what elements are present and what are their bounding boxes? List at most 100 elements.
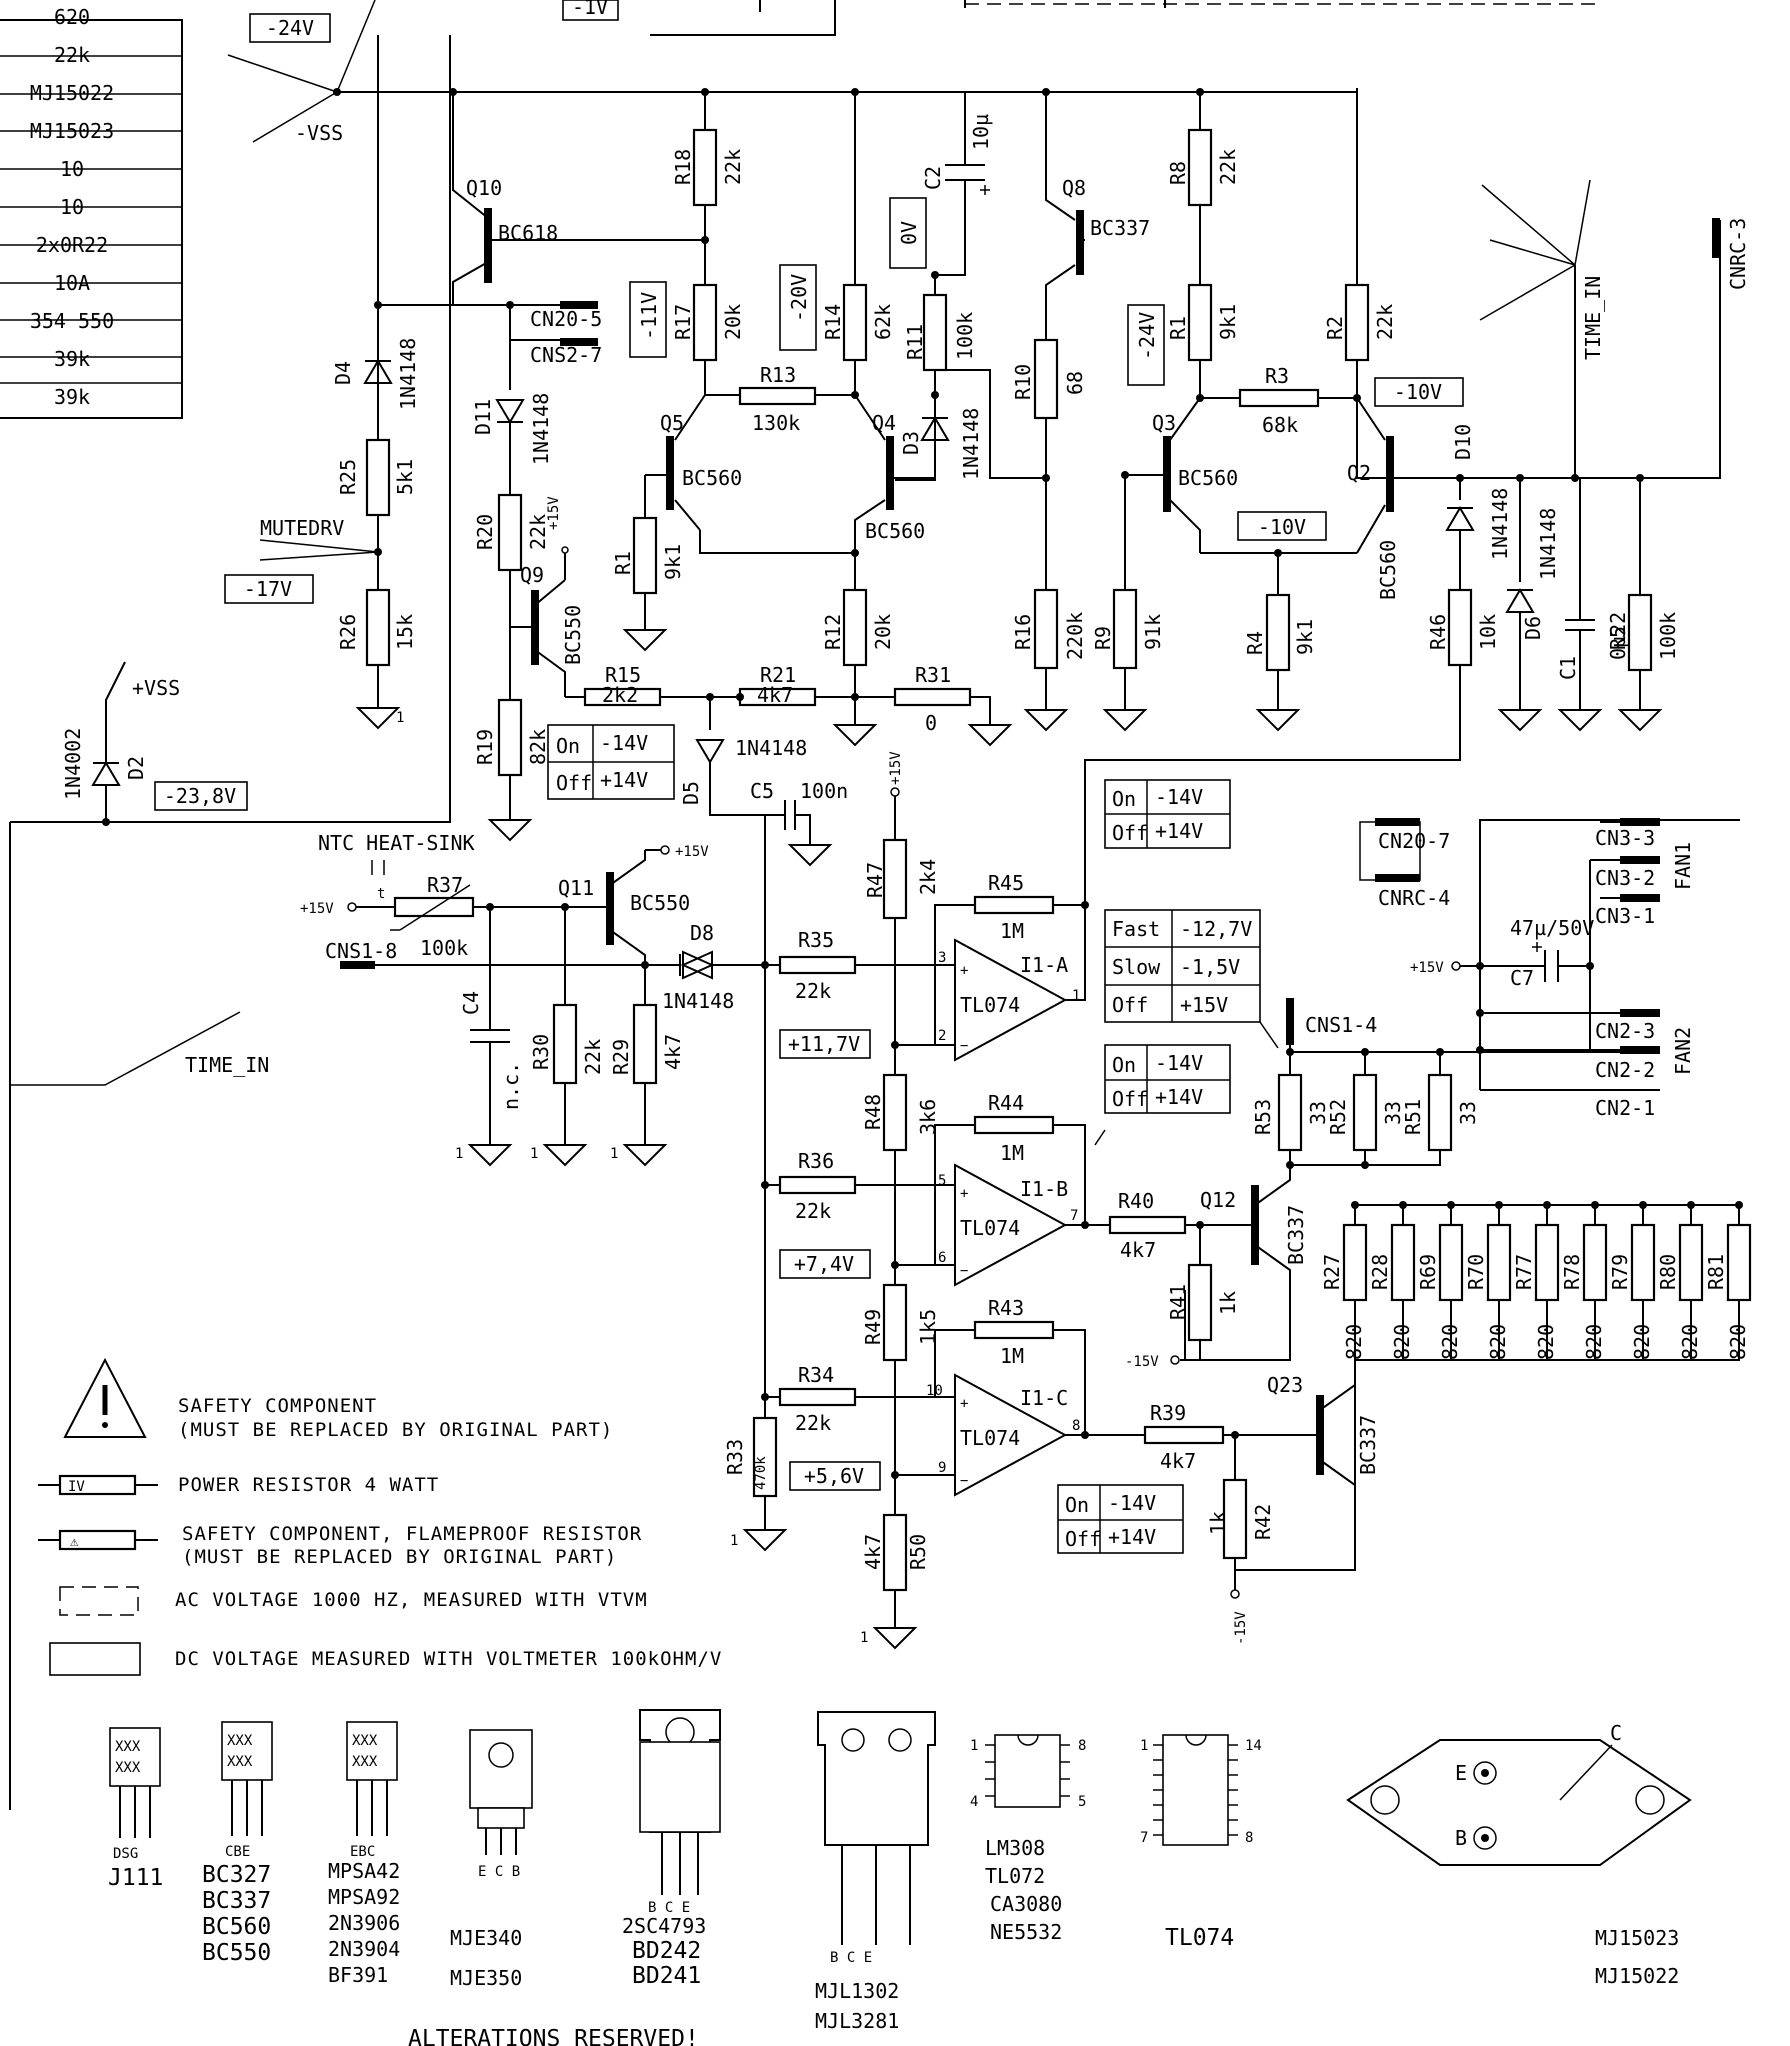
supply-label: +15V <box>300 901 334 917</box>
r17-value: 20k <box>721 304 745 340</box>
r30-value: 22k <box>581 1039 605 1075</box>
r44-id: R44 <box>988 1091 1024 1115</box>
r53-id: R53 <box>1251 1099 1275 1135</box>
r5-id: R5 <box>1606 626 1630 650</box>
ground-symbol <box>1617 709 1663 732</box>
voltage-box <box>249 13 331 43</box>
resistor-r14 <box>842 283 868 362</box>
junction-dot <box>761 1393 769 1401</box>
resistor-r52 <box>1352 1073 1378 1152</box>
ground-symbol <box>487 819 533 842</box>
table-cell: On <box>1065 1493 1089 1517</box>
resistor-r25 <box>365 438 391 517</box>
connector-cn2-2: CN2-2 <box>1595 1058 1655 1082</box>
ground-symbol <box>787 844 833 867</box>
d4-type: 1N4148 <box>396 338 420 410</box>
junction-dot <box>1735 1201 1743 1209</box>
package-pins: DSG <box>113 1846 138 1862</box>
q10-label: Q10 <box>466 176 502 200</box>
voltage-box <box>629 281 667 358</box>
legend-text: POWER RESISTOR 4 WATT <box>178 1474 439 1496</box>
table-cell: Off <box>1112 821 1148 845</box>
bank-resistor-value: 820 <box>1534 1324 1558 1360</box>
r31-id: R31 <box>915 663 951 687</box>
ground-symbol <box>1497 709 1543 732</box>
r26-value: 15k <box>393 614 417 650</box>
junction-dot <box>701 236 709 244</box>
pin-number: 6 <box>938 1250 946 1266</box>
resistor-r80 <box>1678 1223 1704 1302</box>
supply-label: +15V <box>888 751 904 785</box>
c1-value: 0µ22 <box>1606 612 1630 660</box>
r42-value: 1k <box>1206 1511 1230 1535</box>
r36-value: 22k <box>795 1199 831 1223</box>
connector-cnrc4: CNRC-4 <box>1378 886 1450 910</box>
package-pins: EBC <box>350 1844 375 1860</box>
pin-number: 14 <box>1245 1738 1262 1754</box>
r29-value: 4k7 <box>661 1034 685 1070</box>
package-name: NE5532 <box>990 1920 1062 1944</box>
package-name: 2SC4793 <box>622 1914 706 1938</box>
bank-resistor-value: 820 <box>1726 1324 1750 1360</box>
table-cell: +15V <box>1180 993 1228 1017</box>
state-table-d <box>1057 1484 1184 1554</box>
bank-resistor-id: R78 <box>1560 1254 1584 1290</box>
pin-number: 1 <box>1140 1738 1148 1754</box>
q2-id: Q2 <box>1347 461 1371 485</box>
d10-id: D10 <box>1451 424 1475 460</box>
r35-value: 22k <box>795 979 831 1003</box>
resistor-r16 <box>1033 588 1059 670</box>
package-mark: XXX <box>115 1760 141 1776</box>
ground-symbol <box>1023 709 1069 732</box>
package-name: J111 <box>108 1865 163 1891</box>
r41-id: R41 <box>1166 1284 1190 1320</box>
package-to92-bc <box>221 1721 273 1836</box>
q12-id: Q12 <box>1200 1188 1236 1212</box>
bank-resistor-value: 820 <box>1582 1324 1606 1360</box>
package-to264 <box>817 1711 936 1945</box>
r37-value: 100k <box>420 936 468 960</box>
package-name: BC550 <box>202 1940 271 1966</box>
supply-label: -15V <box>1233 1611 1249 1645</box>
resistor-r78 <box>1582 1223 1608 1302</box>
package-to126 <box>469 1729 533 1855</box>
voltage-label: 0V <box>897 221 921 245</box>
diode-d2 <box>91 761 121 786</box>
r46-value: 10k <box>1476 614 1500 650</box>
junction-dot <box>931 391 939 399</box>
ground-label: 1 <box>396 710 404 726</box>
table-cell: -14V <box>1108 1491 1156 1515</box>
package-mark: XXX <box>227 1733 253 1749</box>
parts-table-cell: 10A <box>54 271 90 295</box>
q23-id: Q23 <box>1267 1373 1303 1397</box>
r8-value: 22k <box>1216 149 1240 185</box>
voltage-box <box>562 0 619 21</box>
net-label-ntc: NTC HEAT-SINK <box>318 831 475 855</box>
junction-dot <box>333 88 341 96</box>
junction-dot <box>1351 1201 1359 1209</box>
legend-text: SAFETY COMPONENT, FLAMEPROOF RESISTOR <box>182 1523 642 1545</box>
pin-number: 2 <box>938 1028 946 1044</box>
junction-dot <box>851 88 859 96</box>
junction-dot <box>506 301 514 309</box>
table-cell: On <box>1112 787 1136 811</box>
q12-type: BC337 <box>1284 1205 1308 1265</box>
resistor-r43 <box>973 1320 1055 1340</box>
q8-id: Q8 <box>1062 176 1086 200</box>
r49-id: R49 <box>861 1309 885 1345</box>
d5-id: D5 <box>679 781 703 805</box>
d6-id: D6 <box>1521 616 1545 640</box>
resistor-r12 <box>842 588 868 667</box>
r43-id: R43 <box>988 1296 1024 1320</box>
r52-value: 33 <box>1381 1101 1405 1125</box>
package-name: MPSA42 <box>328 1859 400 1883</box>
package-mark: XXX <box>227 1754 253 1770</box>
d8-type: 1N4148 <box>662 989 734 1013</box>
opamp-type: TL074 <box>960 1426 1020 1450</box>
diode-d6 <box>1505 588 1535 613</box>
r3-id: R3 <box>1265 364 1289 388</box>
resistor-r28 <box>1390 1223 1416 1302</box>
package-name: MJE340 <box>450 1926 522 1950</box>
r13-id: R13 <box>760 363 796 387</box>
